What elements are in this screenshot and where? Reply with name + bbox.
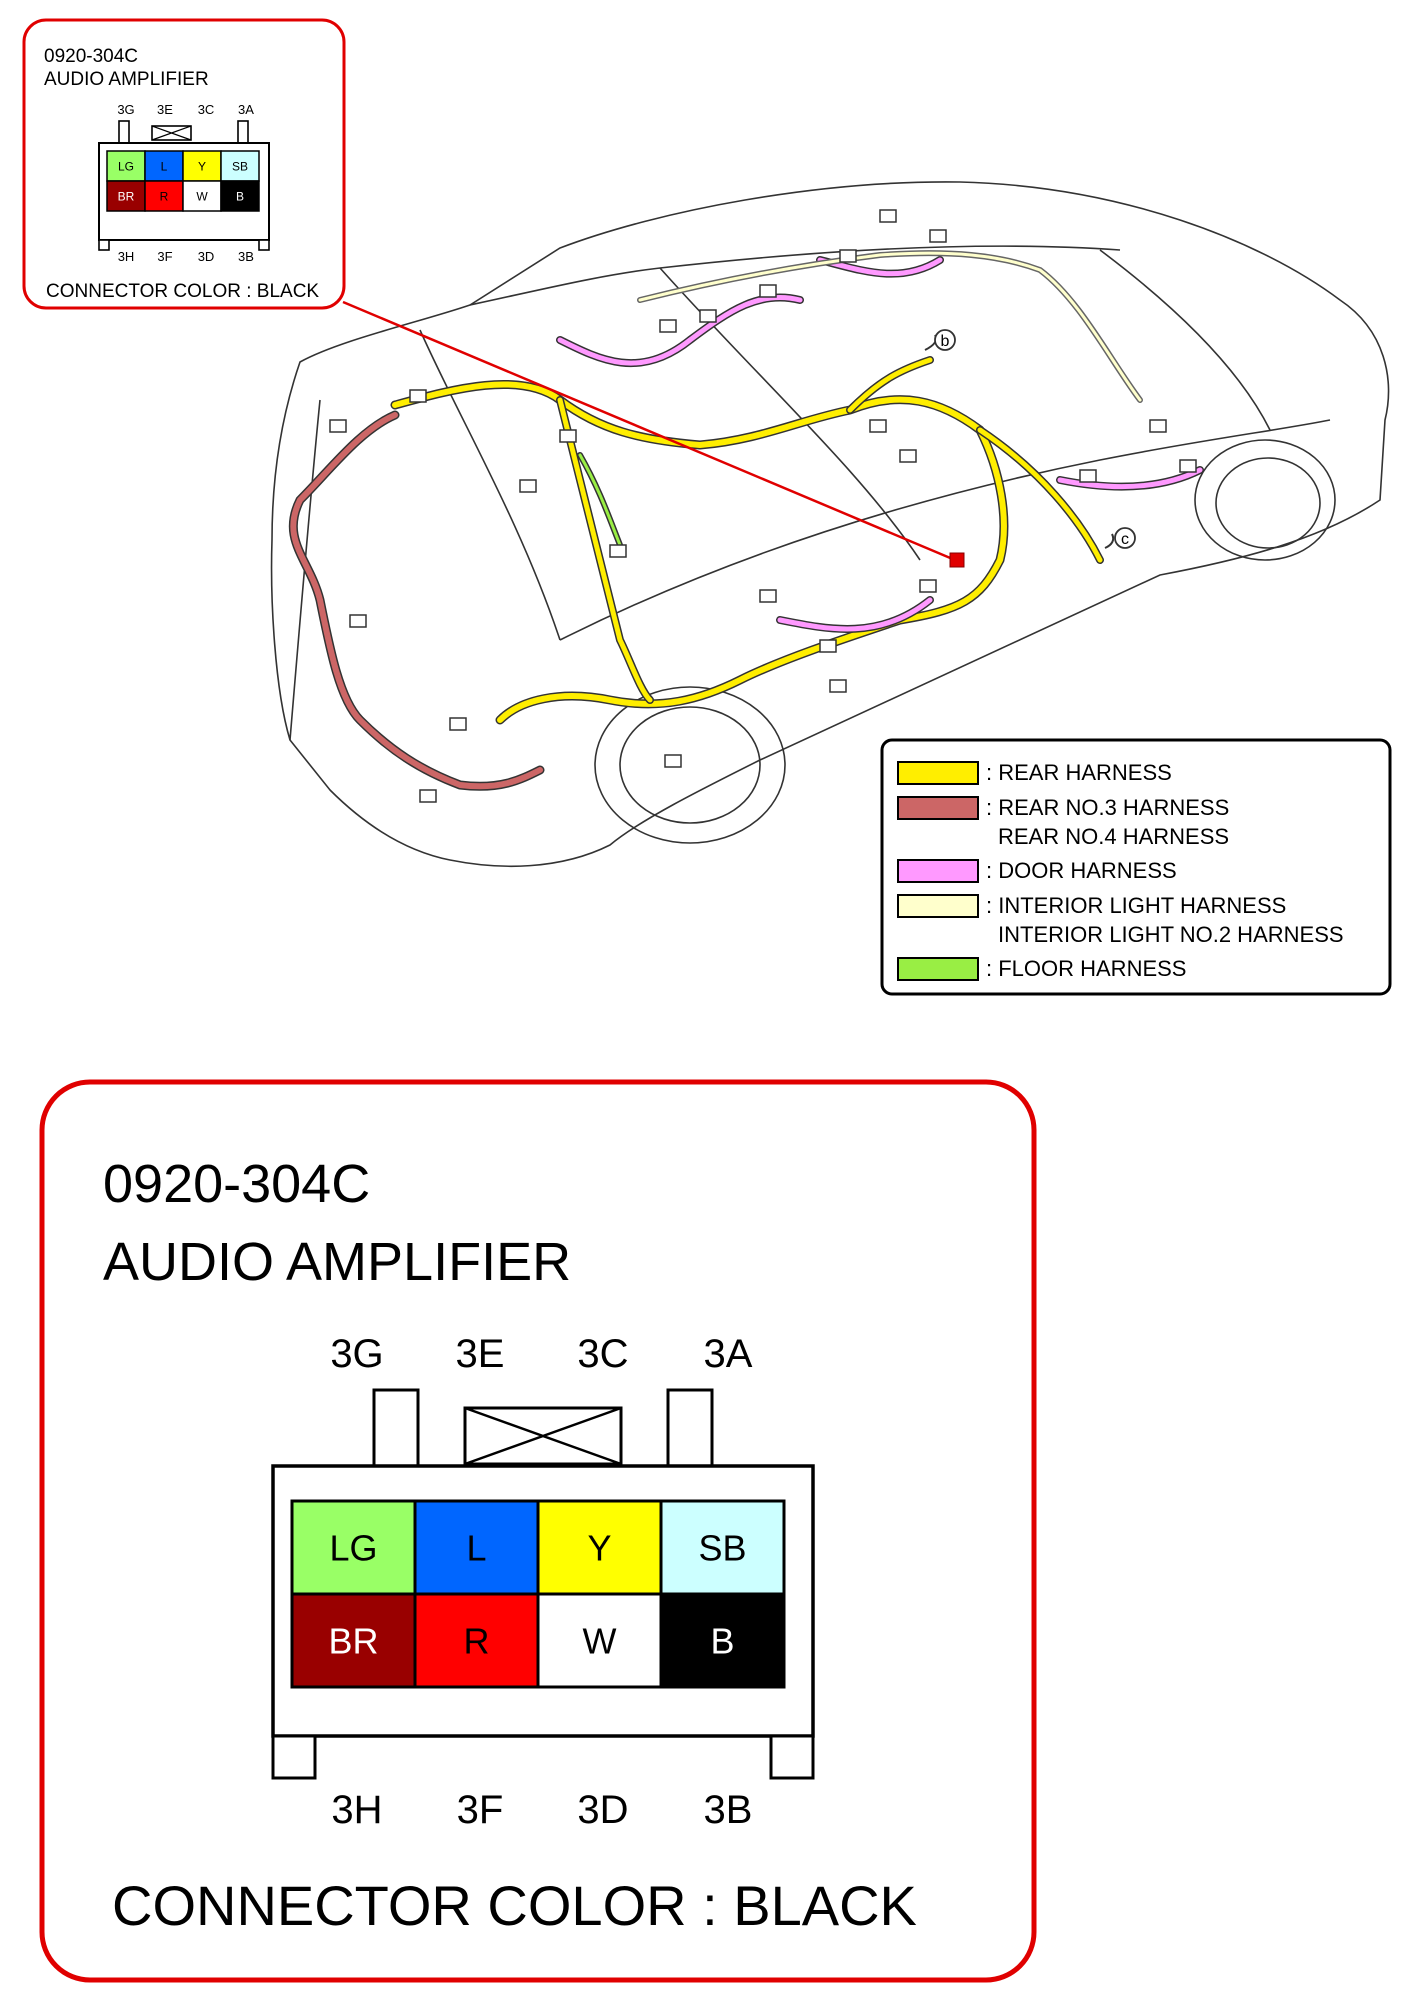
connector-callout-small: 0920-304C AUDIO AMPLIFIER 3G 3E 3C 3A LG… — [22, 18, 346, 310]
large-connector-code: 0920-304C — [103, 1154, 370, 1214]
leader-line — [342, 300, 956, 562]
marker-b-label: b — [941, 333, 950, 350]
small-connector-color-note: CONNECTOR COLOR : BLACK — [46, 281, 319, 302]
large-pin-cell — [290, 1499, 417, 1596]
large-pin-cell — [536, 1499, 663, 1596]
car-beltline — [559, 419, 1331, 641]
legend-label: : INTERIOR LIGHT HARNESS — [986, 893, 1286, 918]
small-pin-grid: LG L Y SB BR R W B — [106, 150, 260, 212]
legend-swatch — [897, 894, 979, 918]
svg-text:3A: 3A — [238, 102, 254, 117]
svg-text:3H: 3H — [331, 1788, 382, 1832]
amplifier-location-marker — [949, 552, 965, 568]
legend-label: REAR NO.4 HARNESS — [998, 824, 1229, 849]
small-pin-label: W — [196, 189, 208, 203]
connector-blocks — [329, 209, 1197, 803]
legend-swatch — [897, 761, 979, 785]
small-pin-label: Y — [198, 159, 206, 173]
svg-text:3G: 3G — [330, 1332, 383, 1376]
small-connector-code: 0920-304C — [44, 46, 138, 67]
large-connector-name: AUDIO AMPLIFIER — [103, 1232, 571, 1292]
small-top-terminal-labels: 3G 3E 3C 3A — [117, 102, 254, 117]
svg-text:3G: 3G — [117, 102, 134, 117]
large-pin-grid: LG L Y SB BR R W B — [290, 1499, 786, 1689]
svg-text:3D: 3D — [198, 249, 215, 264]
legend-label: : DOOR HARNESS — [986, 858, 1177, 883]
large-pin-label: R — [464, 1620, 490, 1661]
large-pin-label: W — [583, 1620, 617, 1661]
small-pin-cell — [182, 180, 222, 212]
rear-wheel — [619, 706, 761, 824]
front-wheel-arch — [1194, 439, 1336, 561]
large-connector-color-note: CONNECTOR COLOR : BLACK — [112, 1874, 917, 1937]
svg-text:3F: 3F — [157, 249, 172, 264]
svg-text:3H: 3H — [118, 249, 135, 264]
small-pin-cell — [144, 150, 184, 182]
front-wheel — [1215, 457, 1321, 549]
connector-callout-large: 0920-304C AUDIO AMPLIFIER 3G 3E 3C 3A LG… — [39, 1079, 1037, 1983]
svg-text:3C: 3C — [198, 102, 215, 117]
small-pin-cell — [220, 150, 260, 182]
legend-swatch — [897, 957, 979, 981]
small-bottom-terminal-labels: 3H 3F 3D 3B — [118, 249, 254, 264]
car-rear-window — [419, 329, 561, 641]
small-pin-label: B — [236, 189, 244, 203]
marker-b: b — [924, 329, 956, 351]
svg-text:3B: 3B — [704, 1788, 753, 1832]
marker-c: c — [1104, 527, 1136, 549]
small-pin-label: SB — [232, 159, 248, 173]
small-pin-cell — [220, 180, 260, 212]
svg-text:3E: 3E — [456, 1332, 505, 1376]
rear-wheel-arch — [594, 686, 786, 844]
svg-text:3E: 3E — [157, 102, 173, 117]
small-pin-label: BR — [118, 189, 135, 203]
small-pin-cell — [106, 180, 146, 212]
svg-text:3A: 3A — [704, 1332, 753, 1376]
large-pin-label: L — [466, 1527, 486, 1568]
svg-text:3F: 3F — [457, 1788, 504, 1832]
svg-text:3C: 3C — [577, 1332, 628, 1376]
large-pin-label: LG — [329, 1527, 377, 1568]
car-side-window — [659, 267, 921, 561]
legend-label: INTERIOR LIGHT NO.2 HARNESS — [998, 922, 1344, 947]
svg-text:3D: 3D — [577, 1788, 628, 1832]
car-roofline — [469, 245, 1121, 306]
harness-legend: : REAR HARNESS : REAR NO.3 HARNESS REAR NO… — [880, 738, 1392, 996]
legend-swatch — [897, 859, 979, 883]
small-pin-label: R — [160, 189, 169, 203]
large-pin-cell — [290, 1592, 417, 1689]
small-pin-cell — [106, 150, 146, 182]
large-pin-cell — [536, 1592, 663, 1689]
large-pin-label: Y — [587, 1527, 611, 1568]
car-illustration — [270, 181, 1390, 868]
harness-routes — [288, 250, 1204, 791]
small-pin-label: LG — [118, 159, 134, 173]
car-windshield — [1099, 249, 1271, 431]
large-pin-label: B — [710, 1620, 734, 1661]
legend-label: : REAR NO.3 HARNESS — [986, 795, 1229, 820]
large-pin-label: BR — [328, 1620, 378, 1661]
large-top-terminal-labels: 3G 3E 3C 3A — [330, 1332, 752, 1376]
door-harness-route — [556, 256, 1204, 633]
small-pin-cell — [144, 180, 184, 212]
large-pin-cell — [659, 1592, 786, 1689]
svg-text:3B: 3B — [238, 249, 254, 264]
legend-label: : FLOOR HARNESS — [986, 956, 1186, 981]
large-pin-cell — [413, 1499, 540, 1596]
legend-label: : REAR HARNESS — [986, 760, 1172, 785]
small-pin-label: L — [161, 159, 168, 173]
small-connector-name: AUDIO AMPLIFIER — [44, 69, 209, 90]
large-bottom-terminal-labels: 3H 3F 3D 3B — [331, 1788, 752, 1832]
car-body-outline — [270, 181, 1390, 868]
rear-harness-route — [390, 379, 1009, 725]
legend-swatch — [897, 796, 979, 820]
marker-c-label: c — [1121, 531, 1129, 548]
large-pin-label: SB — [698, 1527, 746, 1568]
